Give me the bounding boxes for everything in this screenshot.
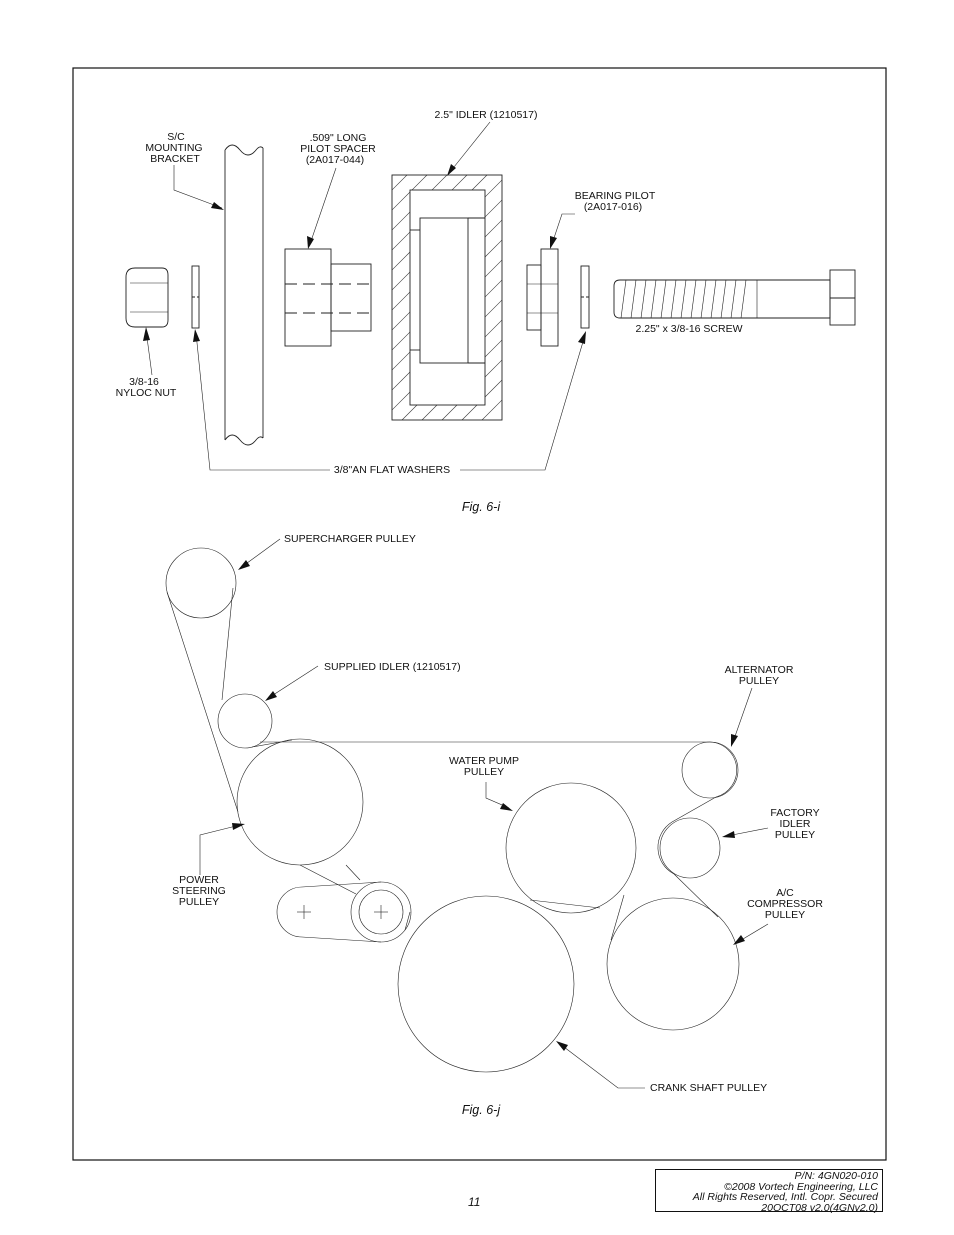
serpentine-belt (166, 587, 737, 941)
label-bearing-pilot-2: (2A017-016) (584, 201, 642, 213)
label-ac-compressor-3: PULLEY (765, 909, 805, 921)
label-nut-1: 3/8-16 (129, 376, 159, 388)
label-factory-idler-3: PULLEY (775, 829, 815, 841)
nyloc-nut (125, 267, 169, 328)
label-ac-compressor-1: A/C (776, 887, 794, 899)
label-water-pump-1: WATER PUMP (449, 755, 519, 767)
idler-cross-section (391, 174, 503, 421)
fig-6j-belt-routing: SUPERCHARGER PULLEY SUPPLIED IDLER (1210… (165, 533, 823, 1117)
label-washers: 3/8"AN FLAT WASHERS (334, 464, 450, 476)
label-factory-idler-1: FACTORY (770, 807, 819, 819)
label-bearing-pilot-1: BEARING PILOT (575, 190, 656, 202)
water-pump-pulley (505, 782, 637, 914)
tensioner-arm (276, 881, 412, 943)
label-spacer-3: (2A017-044) (306, 154, 364, 166)
part-number: P/N: 4GN020-010 (794, 1170, 878, 1182)
label-idler: 2.5" IDLER (1210517) (435, 109, 538, 121)
label-crank-shaft-pulley: CRANK SHAFT PULLEY (650, 1082, 767, 1094)
fig-6i-exploded-view: S/C MOUNTING BRACKET .509" LONG PILOT SP… (116, 109, 856, 514)
label-spacer-2: PILOT SPACER (300, 143, 376, 155)
crank-shaft-pulley (397, 895, 575, 1073)
document-info-box: P/N: 4GN020-010 ©2008 Vortech Engineerin… (655, 1169, 883, 1214)
version-line: 20OCT08 v2.0(4GNv2.0) (761, 1201, 878, 1214)
ac-compressor-pulley (606, 897, 740, 1031)
label-ac-compressor-2: COMPRESSOR (747, 898, 823, 910)
label-power-steering-3: PULLEY (179, 896, 219, 908)
label-supercharger-pulley: SUPERCHARGER PULLEY (284, 533, 416, 545)
label-bracket-3: BRACKET (150, 153, 200, 165)
flat-washer-right (580, 265, 590, 329)
fig-6j-leaders (199, 538, 769, 1089)
label-factory-idler-2: IDLER (780, 818, 811, 830)
factory-idler-pulley (659, 817, 721, 879)
label-alternator-2: PULLEY (739, 675, 779, 687)
flat-washer-left (191, 265, 200, 329)
alternator-pulley (681, 741, 739, 799)
label-bracket-1: S/C (167, 131, 185, 143)
pilot-spacer (284, 248, 372, 347)
page-frame (72, 67, 887, 1161)
bearing-pilot (526, 248, 559, 347)
supplied-idler-pulley (217, 693, 273, 749)
fig-6j-caption: Fig. 6-j (462, 1103, 501, 1117)
fig-6j-labels: SUPERCHARGER PULLEY SUPPLIED IDLER (1210… (172, 533, 823, 1117)
fig-6i-caption: Fig. 6-i (462, 500, 501, 514)
label-water-pump-2: PULLEY (464, 766, 504, 778)
supercharger-pulley (165, 547, 237, 619)
label-power-steering-2: STEERING (172, 885, 226, 897)
page-number: 11 (468, 1195, 481, 1209)
label-supplied-idler: SUPPLIED IDLER (1210517) (324, 661, 461, 673)
label-bracket-2: MOUNTING (145, 142, 202, 154)
screw (613, 269, 856, 326)
label-nut-2: NYLOC NUT (116, 387, 177, 399)
label-power-steering-1: POWER (179, 874, 219, 886)
label-alternator-1: ALTERNATOR (725, 664, 794, 676)
label-screw: 2.25" x 3/8-16 SCREW (635, 323, 742, 335)
rights-line: All Rights Reserved, Intl. Copr. Secured (692, 1191, 878, 1204)
power-steering-pulley (236, 738, 364, 866)
label-spacer-1: .509" LONG (310, 132, 367, 144)
mounting-bracket (224, 144, 264, 446)
fig-6i-leaders (143, 121, 586, 471)
fig-6i-labels: S/C MOUNTING BRACKET .509" LONG PILOT SP… (116, 109, 743, 514)
copyright-line: ©2008 Vortech Engineering, LLC (724, 1180, 878, 1193)
